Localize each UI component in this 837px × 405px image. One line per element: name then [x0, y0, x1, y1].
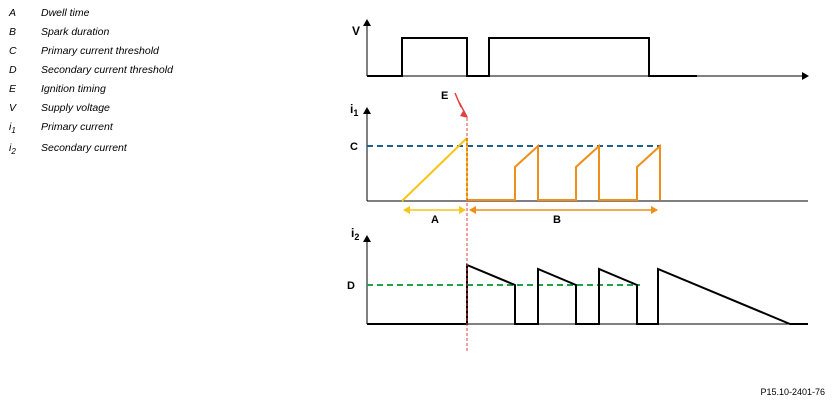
legend-label: Primary current threshold: [41, 45, 159, 57]
legend: A Dwell time B Spark duration C Primary …: [0, 0, 300, 170]
legend-label: Secondary current: [41, 142, 127, 154]
legend-label: Spark duration: [41, 26, 110, 38]
dwell-ramp: [401, 137, 468, 202]
ignition-arrowhead-icon: [460, 111, 468, 118]
supply-voltage-panel: V: [352, 19, 809, 80]
secondary-current-panel: i2 D: [347, 226, 808, 325]
legend-key: C: [9, 45, 17, 57]
threshold-d-label: D: [347, 280, 355, 292]
spark-primary-current: [467, 143, 661, 201]
legend-key: B: [9, 26, 17, 38]
legend-key: E: [9, 83, 17, 95]
legend-label: Supply voltage: [41, 102, 110, 114]
legend-key: A: [9, 7, 17, 19]
legend-label: Secondary current threshold: [41, 64, 173, 76]
primary-current-panel: i1 C A B: [350, 102, 808, 226]
legend-label: Ignition timing: [41, 83, 106, 95]
legend-label: Dwell time: [41, 7, 90, 19]
legend-key: i1: [9, 121, 16, 136]
dwell-time-label: A: [431, 214, 439, 226]
legend-key: i2: [9, 142, 16, 157]
legend-key: D: [9, 64, 17, 76]
ignition-label: E: [441, 90, 448, 102]
secondary-current-signal: [367, 263, 808, 325]
v-axis-label: V: [352, 24, 360, 38]
i1-axis-label: i1: [350, 102, 358, 118]
legend-label: Primary current: [41, 121, 113, 133]
ignition-timing-marker: E: [441, 90, 468, 352]
i2-axis-label: i2: [351, 226, 359, 242]
reference-code: P15.10-2401-76: [760, 387, 825, 397]
legend-key: V: [9, 102, 17, 114]
threshold-c-label: C: [350, 141, 358, 153]
spark-duration-label: B: [553, 214, 561, 226]
supply-voltage-signal: [367, 37, 697, 77]
ignition-lightning-icon: [454, 92, 468, 118]
